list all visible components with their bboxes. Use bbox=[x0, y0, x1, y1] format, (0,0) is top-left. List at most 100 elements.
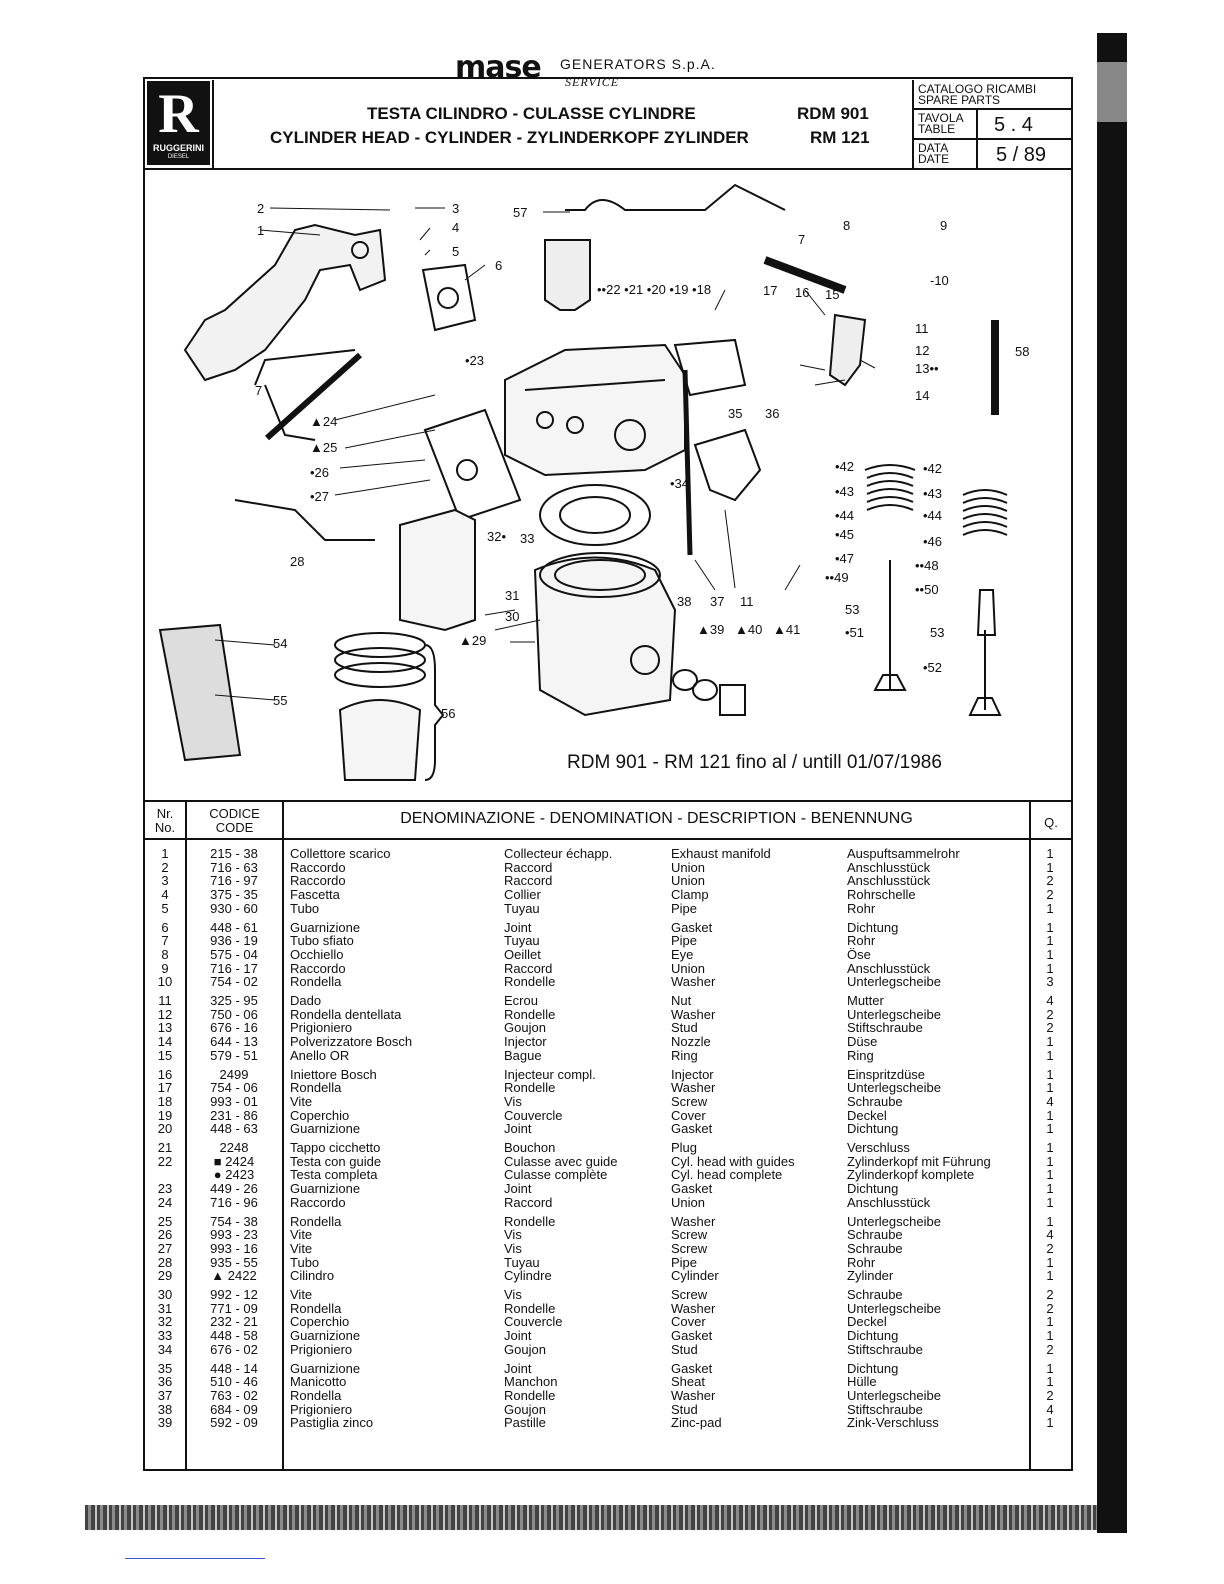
table-cell-de: Rohr bbox=[847, 1254, 876, 1270]
table-cell-nr: 28 bbox=[157, 1254, 173, 1270]
header-divider bbox=[143, 168, 1073, 170]
table-cell-it: Testa completa bbox=[290, 1167, 378, 1183]
table-cell-nr: 38 bbox=[157, 1401, 173, 1417]
table-cell-it: Raccordo bbox=[290, 1194, 346, 1210]
table-cell-code: 448 - 63 bbox=[210, 1121, 258, 1137]
table-value: 5 . 4 bbox=[994, 114, 1033, 136]
header-description: DENOMINAZIONE - DENOMINATION - DESCRIPTI… bbox=[400, 810, 913, 827]
table-cell-code: 592 - 09 bbox=[210, 1415, 258, 1431]
table-cell-q: 1 bbox=[1046, 1034, 1054, 1050]
svg-text:36: 36 bbox=[765, 406, 779, 421]
table-cell-fr: Cylindre bbox=[504, 1268, 552, 1284]
svg-text:32•: 32• bbox=[487, 529, 506, 544]
logo-letter: R bbox=[158, 83, 199, 145]
table-cell-de: Rohr bbox=[847, 933, 876, 949]
table-cell-de: Dichtung bbox=[847, 919, 899, 935]
table-cell-en: Gasket bbox=[671, 1328, 713, 1344]
svg-text:38: 38 bbox=[677, 594, 691, 609]
table-cell-nr: 5 bbox=[161, 900, 169, 916]
table-cell-de: Auspuftsammelrohr bbox=[847, 846, 960, 861]
table-cell-en: Sheat bbox=[671, 1374, 705, 1390]
brand-subtitle: GENERATORS S.p.A. bbox=[560, 56, 716, 72]
header-nr: Nr.No. bbox=[154, 806, 176, 835]
table-cell-code: 754 - 38 bbox=[210, 1213, 258, 1229]
table-cell-q: 1 bbox=[1046, 1374, 1054, 1390]
svg-text:53: 53 bbox=[930, 625, 944, 640]
page-frame bbox=[143, 77, 1073, 1471]
table-cell-it: Rondella bbox=[290, 1080, 342, 1096]
table-cell-fr: Joint bbox=[504, 1121, 532, 1137]
table-cell-code: 993 - 01 bbox=[210, 1093, 258, 1109]
table-cell-de: Stiftschraube bbox=[847, 1341, 923, 1357]
table-cell-nr: 31 bbox=[157, 1300, 173, 1316]
table-cell-nr: 23 bbox=[157, 1181, 173, 1197]
svg-text:12: 12 bbox=[915, 343, 929, 358]
table-cell-de: Dichtung bbox=[847, 1121, 899, 1137]
table-cell-de: Rohr bbox=[847, 900, 876, 916]
svg-text:11: 11 bbox=[740, 594, 754, 609]
table-cell-code: 992 - 12 bbox=[210, 1287, 258, 1302]
table-cell-en: Cover bbox=[671, 1107, 706, 1123]
table-cell-nr: 6 bbox=[161, 919, 169, 935]
table-cell-nr: 30 bbox=[157, 1287, 173, 1302]
table-cell-de: Unterlegscheibe bbox=[847, 1387, 941, 1403]
table-cell-en: Stud bbox=[671, 1341, 698, 1357]
table-cell-nr: 24 bbox=[157, 1194, 173, 1210]
table-cell-fr: Collecteur échapp. bbox=[504, 846, 613, 861]
table-cell-fr: Vis bbox=[504, 1093, 522, 1109]
table-cell-de: Einspritzdüse bbox=[847, 1066, 926, 1082]
table-cell-q: 1 bbox=[1046, 846, 1054, 861]
table-cell-q: 1 bbox=[1046, 933, 1054, 949]
table-cell-nr: 32 bbox=[157, 1314, 173, 1330]
table-cell-code: 716 - 63 bbox=[210, 859, 258, 875]
table-cell-fr: Culasse avec guide bbox=[504, 1153, 618, 1169]
table-cell-fr: Rondelle bbox=[504, 1213, 556, 1229]
table-cell-de: Dichtung bbox=[847, 1181, 899, 1197]
table-cell-nr: 4 bbox=[161, 887, 169, 903]
table-cell-it: Collettore scarico bbox=[290, 846, 391, 861]
table-cell-it: Cilindro bbox=[290, 1268, 335, 1284]
table-cell-it: Polverizzatore Bosch bbox=[290, 1034, 413, 1050]
table-cell-en: Union bbox=[671, 873, 705, 889]
table-cell-nr: 33 bbox=[157, 1328, 173, 1344]
table-cell-fr: Rondelle bbox=[504, 1300, 556, 1316]
table-cell-fr: Raccord bbox=[504, 859, 553, 875]
table-cell-code: 325 - 95 bbox=[210, 993, 258, 1008]
svg-text:13••: 13•• bbox=[915, 361, 939, 376]
table-cell-de: Zylinderkopf mit Führung bbox=[847, 1153, 991, 1169]
table-cell-en: Cover bbox=[671, 1314, 706, 1330]
svg-text:••22 •21 •20 •19 •18: ••22 •21 •20 •19 •18 bbox=[597, 282, 711, 297]
table-cell-fr: Couvercle bbox=[504, 1107, 563, 1123]
svg-text:4: 4 bbox=[452, 220, 459, 235]
table-cell-de: Rohrschelle bbox=[847, 887, 916, 903]
table-cell-nr: 12 bbox=[157, 1006, 173, 1022]
table-cell-code: 930 - 60 bbox=[210, 900, 258, 916]
table-cell-it: Prigioniero bbox=[290, 1020, 353, 1036]
table-cell-it: Guarnizione bbox=[290, 1121, 361, 1137]
table-cell-q: 2 bbox=[1046, 1006, 1054, 1022]
table-cell-fr: Joint bbox=[504, 1328, 532, 1344]
table-cell-nr: 9 bbox=[161, 960, 169, 976]
svg-text:•45: •45 bbox=[835, 527, 854, 542]
table-cell-it: Rondella bbox=[290, 1387, 342, 1403]
table-cell-en: Exhaust manifold bbox=[671, 846, 771, 861]
table-cell-nr: 16 bbox=[157, 1066, 173, 1082]
table-cell-fr: Tuyau bbox=[504, 933, 540, 949]
table-cell-nr: 13 bbox=[157, 1020, 173, 1036]
table-top-border bbox=[143, 800, 1073, 802]
table-cell-code: 449 - 26 bbox=[210, 1181, 258, 1197]
table-cell-code: 231 - 86 bbox=[210, 1107, 258, 1123]
svg-text:•46: •46 bbox=[923, 534, 942, 549]
table-cell-q: 1 bbox=[1046, 1360, 1054, 1376]
table-cell-it: Tubo bbox=[290, 1254, 320, 1270]
svg-text:2: 2 bbox=[257, 201, 264, 216]
table-cell-nr: 39 bbox=[157, 1415, 173, 1431]
table-cell-code: 375 - 35 bbox=[210, 887, 258, 903]
table-cell-it: Rondella dentellata bbox=[290, 1006, 402, 1022]
table-cell-de: Dichtung bbox=[847, 1360, 899, 1376]
table-cell-q: 1 bbox=[1046, 1140, 1054, 1155]
table-cell-fr: Ecrou bbox=[504, 993, 538, 1008]
table-cell-fr: Vis bbox=[504, 1240, 522, 1256]
